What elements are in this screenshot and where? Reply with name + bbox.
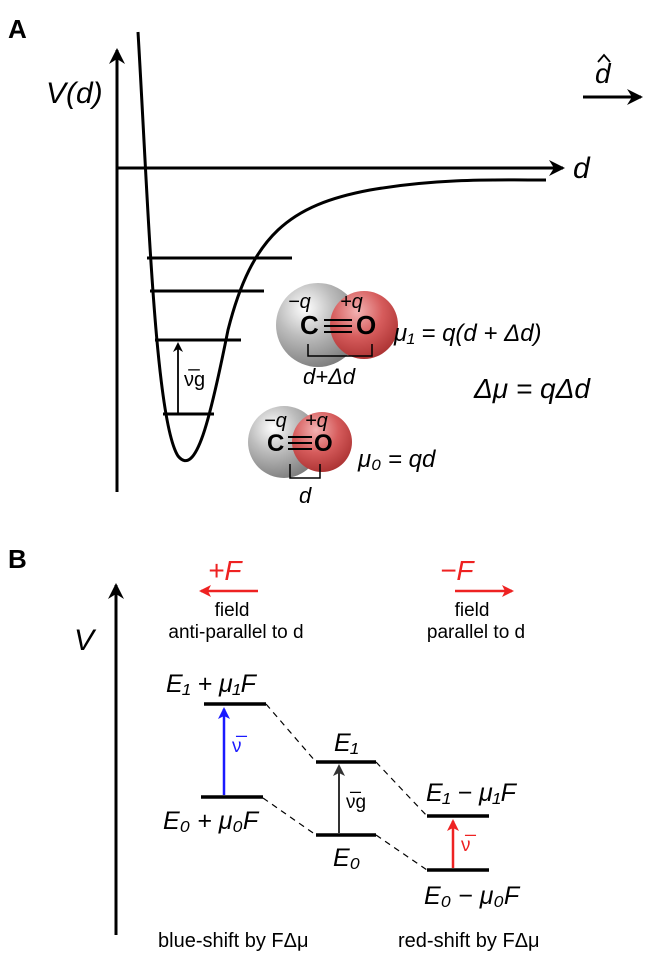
right-field-label: −F <box>440 555 475 586</box>
co-molecule-excited: C O −q +q d+Δd <box>276 283 398 389</box>
connector-lower-right <box>375 834 428 871</box>
bond-bracket-ground <box>289 464 321 479</box>
left-field-label: +F <box>208 555 243 586</box>
center-lower-level-label: E₀ <box>333 844 360 872</box>
dipole-equation-ground: μ₀ = qd <box>357 446 436 473</box>
left-transition-label: ν̅ <box>232 736 248 757</box>
d-hat-label: d <box>595 58 612 89</box>
potential-curve <box>136 31 547 463</box>
d-hat-circumflex <box>597 53 611 63</box>
bond-bracket-excited <box>307 344 373 357</box>
panel-a-transition-label: ν̅g <box>184 368 205 391</box>
left-field-caption-1: field <box>215 600 250 621</box>
connector-upper-left <box>265 703 317 763</box>
oxygen-label-excited: O <box>356 310 376 340</box>
delta-mu-equation: Δμ = qΔd <box>473 373 591 404</box>
right-upper-level-label: E₁ − μ₁F <box>426 779 518 807</box>
charge-plus-ground: +q <box>305 410 328 432</box>
carbon-label-excited: C <box>300 310 319 340</box>
oxygen-atom-ground <box>292 412 352 472</box>
right-transition-label: ν̅ <box>461 835 477 856</box>
center-transition-label: ν̅g <box>346 792 366 813</box>
charge-plus-excited: +q <box>340 291 363 313</box>
dipole-equation-excited: μ₁ = q(d + Δd) <box>393 320 542 347</box>
charge-minus-ground: −q <box>264 410 287 432</box>
connector-lower-left <box>262 797 317 836</box>
oxygen-atom-excited <box>330 291 398 359</box>
panel-a-x-axis-label: d <box>573 152 591 185</box>
panel-b-label: B <box>8 544 27 574</box>
left-upper-level-label: E₁ + μ₁F <box>166 670 258 698</box>
oxygen-label-ground: O <box>314 430 333 457</box>
bond-length-label-excited: d+Δd <box>303 364 356 389</box>
right-lower-level-label: E₀ − μ₀F <box>424 882 521 910</box>
right-field-caption-2: parallel to d <box>427 622 525 643</box>
left-field-caption-2: anti-parallel to d <box>168 622 303 643</box>
co-molecule-ground: C O −q +q d <box>248 406 352 508</box>
blue-shift-caption: blue-shift by FΔμ <box>158 930 309 952</box>
red-shift-caption: red-shift by FΔμ <box>398 930 540 952</box>
panel-a-y-axis-label: V(d) <box>46 77 103 110</box>
right-field-caption-1: field <box>455 600 490 621</box>
charge-minus-excited: −q <box>288 291 311 313</box>
center-upper-level-label: E₁ <box>334 729 359 757</box>
carbon-label-ground: C <box>267 430 284 457</box>
panel-b-y-axis-label: V <box>74 624 97 657</box>
panel-a-label: A <box>8 14 27 44</box>
connector-upper-right <box>375 761 428 817</box>
left-lower-level-label: E₀ + μ₀F <box>163 807 260 835</box>
bond-length-label-ground: d <box>299 483 312 508</box>
